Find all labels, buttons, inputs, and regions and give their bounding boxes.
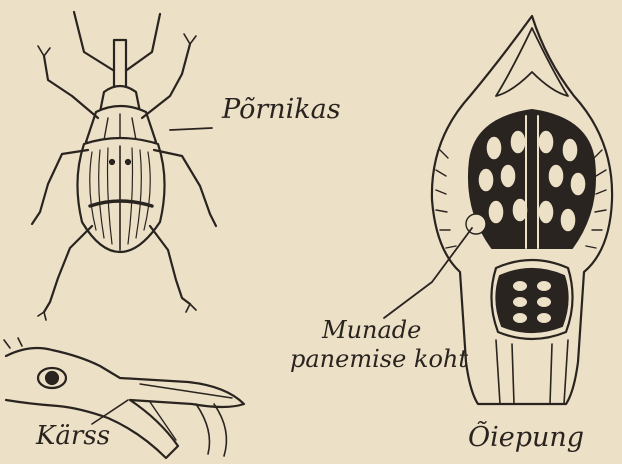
label-eggs-line1: Munade (322, 318, 421, 342)
label-eggs-line2: panemise koht (290, 347, 468, 371)
label-flower-bud: Õiepung (468, 424, 584, 451)
label-snout: Kärss (36, 423, 110, 449)
weevil-beetle (32, 12, 216, 320)
label-beetle: Põrnikas (222, 96, 341, 123)
